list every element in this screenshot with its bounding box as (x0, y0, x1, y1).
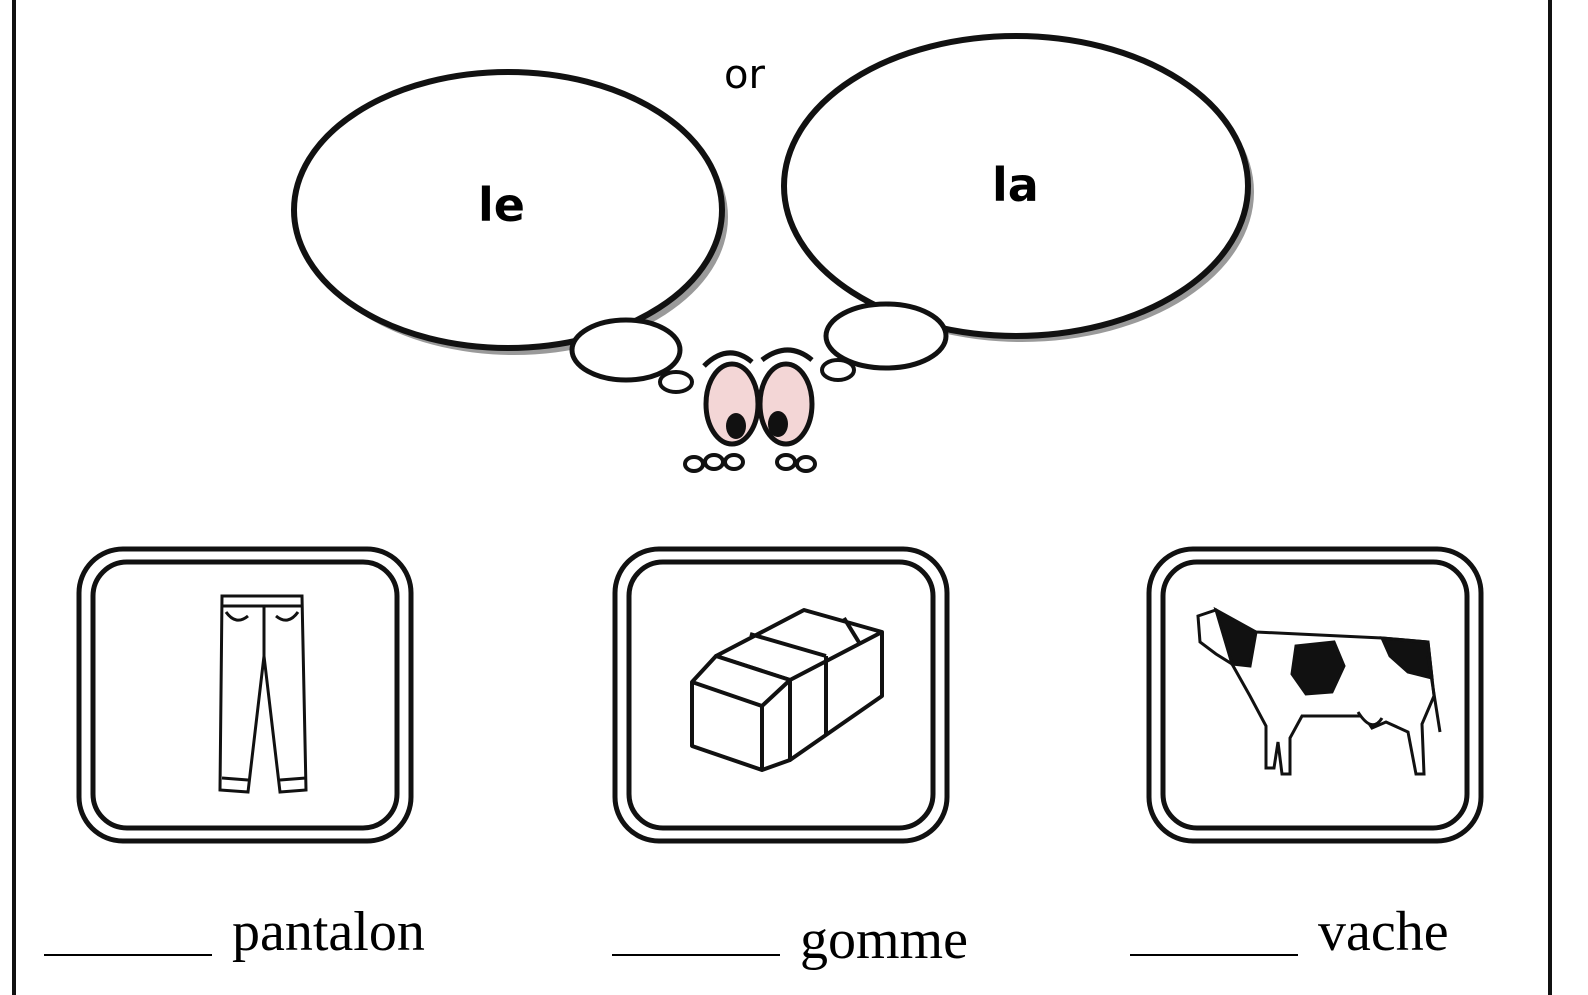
fingers-right (775, 453, 817, 473)
answer-blank-vache[interactable] (1130, 954, 1298, 956)
bubble-left (291, 69, 725, 351)
picture-card-pantalon (76, 546, 414, 844)
thought-bubbles-illustration (291, 33, 1254, 473)
fingers-left (683, 453, 745, 473)
left-border (12, 0, 16, 995)
bubble-right-tiny (820, 358, 856, 382)
pupil-right (768, 411, 788, 437)
trousers-icon (218, 594, 308, 794)
bubble-right-small (823, 301, 949, 371)
cow-icon (1196, 606, 1442, 776)
choice-la: la (992, 158, 1039, 212)
pupil-left (726, 413, 746, 439)
choice-connector: or (724, 52, 765, 98)
right-border (1548, 0, 1552, 995)
picture-card-vache (1146, 546, 1484, 844)
bubble-left-small (569, 317, 683, 383)
word-vache: vache (1318, 901, 1449, 963)
answer-row-pantalon: pantalon (44, 900, 464, 970)
eyebrow-right (760, 347, 814, 363)
answer-blank-gomme[interactable] (612, 954, 780, 956)
word-gomme: gomme (800, 909, 968, 971)
picture-card-gomme (612, 546, 950, 844)
answer-row-gomme: gomme (612, 900, 1032, 970)
answer-blank-pantalon[interactable] (44, 954, 212, 956)
eye-right (757, 361, 815, 447)
bubble-left-tiny (658, 370, 694, 394)
answer-row-vache: vache (1130, 900, 1530, 970)
word-pantalon: pantalon (232, 901, 425, 963)
eyebrow-left (702, 350, 754, 368)
eraser-icon (690, 608, 884, 772)
choice-le: le (478, 178, 525, 232)
bubble-right (781, 33, 1251, 339)
